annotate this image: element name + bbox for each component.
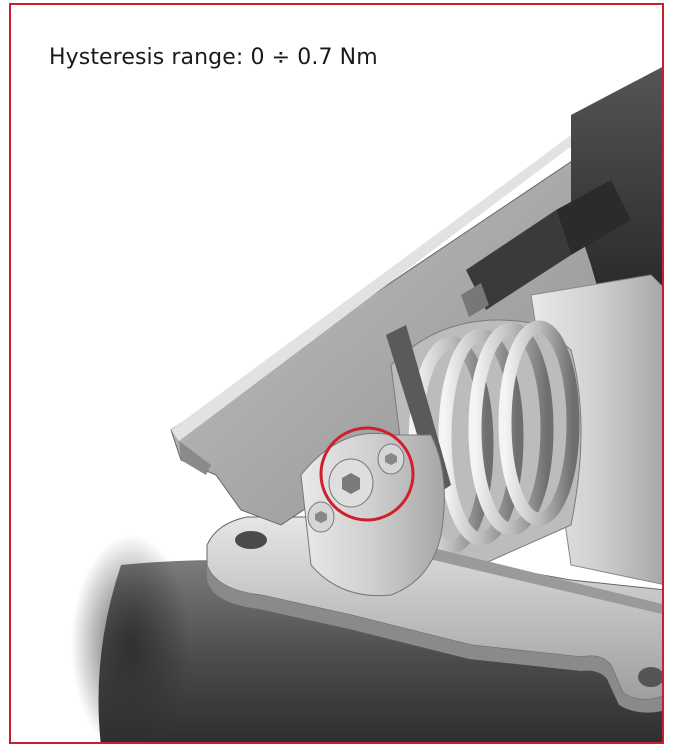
base-plate-edge bbox=[207, 565, 662, 713]
dark-block bbox=[556, 180, 631, 255]
torsion-spring bbox=[408, 320, 580, 554]
pedal-plate-notch bbox=[179, 441, 211, 475]
pedal-plate-top-edge bbox=[171, 67, 662, 441]
rail-clip bbox=[461, 283, 489, 317]
dark-rail bbox=[466, 210, 571, 310]
screw-small-left bbox=[307, 501, 335, 533]
soft-shadow bbox=[71, 535, 191, 742]
screw-small-right bbox=[377, 443, 405, 475]
hysteresis-caption: Hysteresis range: 0 ÷ 0.7 Nm bbox=[49, 45, 378, 70]
mount-hole-left bbox=[235, 531, 267, 549]
mount-hole-right bbox=[638, 667, 662, 687]
highlight-circle bbox=[319, 426, 415, 522]
hinge-assembly-illustration bbox=[71, 67, 662, 742]
image-frame: Hysteresis range: 0 ÷ 0.7 Nm bbox=[9, 3, 664, 744]
hex-socket-screw bbox=[328, 458, 374, 508]
spring-rod bbox=[421, 545, 662, 615]
